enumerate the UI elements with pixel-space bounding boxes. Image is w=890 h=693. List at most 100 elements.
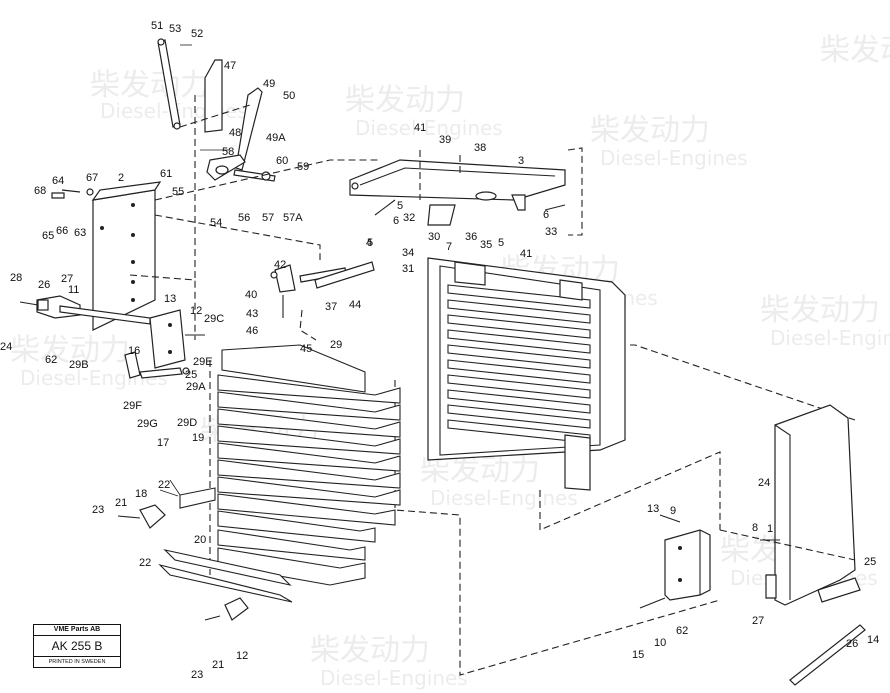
louvre-slat xyxy=(217,391,401,421)
watermark-cn: 柴发动力 xyxy=(590,113,710,148)
grille-slat xyxy=(447,344,591,369)
hole xyxy=(678,578,682,582)
bushing-57 xyxy=(261,171,271,181)
callout-number: 27 xyxy=(61,273,73,285)
callout-number: 41 xyxy=(414,122,426,134)
hole xyxy=(168,350,172,354)
bracket-31 xyxy=(427,204,456,226)
bracket-10 xyxy=(664,529,711,601)
watermark-cn: 柴发动力 xyxy=(10,333,130,368)
watermark-en: Diesel-Engines xyxy=(355,116,503,140)
callout-number: 9 xyxy=(670,505,676,517)
stamp-company: VME Parts AB xyxy=(34,625,120,636)
hole xyxy=(131,298,135,302)
watermark-cn: 柴发动力 xyxy=(310,633,430,668)
stamp-code: AK 255 B xyxy=(34,636,120,657)
slat-19 xyxy=(179,487,216,509)
bolt-14 xyxy=(639,597,666,609)
callout-number: 62 xyxy=(45,354,57,366)
callout-number: 52 xyxy=(191,28,203,40)
grille-slat xyxy=(447,284,591,309)
side-panel-1 xyxy=(774,404,856,606)
callout-number: 21 xyxy=(212,659,224,671)
callout-number: 35 xyxy=(480,239,492,251)
louvre-assembly xyxy=(117,344,721,676)
stamp-note: PRINTED IN SWEDEN xyxy=(48,659,106,665)
block-28 xyxy=(37,299,49,311)
callout-number: 29E xyxy=(193,356,213,368)
guide-line xyxy=(567,147,583,236)
side-plate-assembly xyxy=(19,159,380,379)
callout-number: 65 xyxy=(42,230,54,242)
grille-slat xyxy=(447,299,591,324)
grille-slat xyxy=(447,374,591,399)
callout-number: 60 xyxy=(276,155,288,167)
callout-number: 25 xyxy=(185,369,197,381)
callout-number: 13 xyxy=(164,293,176,305)
grille-assembly xyxy=(427,257,856,531)
callout-number: 62 xyxy=(676,625,688,637)
callout-number: 63 xyxy=(74,227,86,239)
callout-number: 29G xyxy=(137,418,158,430)
frame-hole xyxy=(351,182,359,190)
guide-line xyxy=(539,451,721,531)
frame-edge xyxy=(359,167,556,186)
callout-number: 26 xyxy=(846,638,858,650)
callout-number: 33 xyxy=(545,226,557,238)
side-plate-2 xyxy=(92,189,156,331)
hole xyxy=(131,233,135,237)
louvre-slat xyxy=(217,408,401,438)
callout-number: 53 xyxy=(169,23,181,35)
frame-3 xyxy=(349,159,566,201)
watermark-cn: 柴发动力 xyxy=(820,33,890,68)
callout-number: 57 xyxy=(262,212,274,224)
hole xyxy=(678,546,682,550)
callout-number: 21 xyxy=(115,497,127,509)
callout-number: 5 xyxy=(498,237,504,249)
hinge-24 xyxy=(817,577,861,603)
callout-number: 24 xyxy=(0,341,12,353)
guide-line xyxy=(299,309,317,341)
callout-number: 34 xyxy=(402,247,414,259)
slat-20 xyxy=(158,563,293,603)
bolt-12 xyxy=(659,514,681,523)
louvre-slat xyxy=(217,374,401,404)
callout-number: 54 xyxy=(210,217,222,229)
callout-number: 31 xyxy=(402,263,414,275)
louvre-slat xyxy=(217,442,401,472)
callout-number: 2 xyxy=(118,172,124,184)
callout-number: 47 xyxy=(224,60,236,72)
gas-strut-assembly xyxy=(270,261,375,341)
washer-29f xyxy=(182,367,190,375)
grille-lower-tab xyxy=(564,434,591,491)
bolt-64 xyxy=(61,189,81,193)
callout-number: 22 xyxy=(139,557,151,569)
callout-number: 51 xyxy=(151,20,163,32)
callout-number: 29A xyxy=(186,381,206,393)
callout-number: 14 xyxy=(867,634,879,646)
callout-number: 23 xyxy=(191,669,203,681)
callout-number: 22 xyxy=(158,479,170,491)
louvre-slat xyxy=(217,529,366,561)
bracket-42 xyxy=(274,264,296,293)
frame-tab xyxy=(511,194,526,211)
grille-slat xyxy=(447,404,591,429)
clevis-eye xyxy=(215,165,229,175)
watermark-en: Diesel-Engines xyxy=(600,146,748,170)
grille-slat xyxy=(447,329,591,354)
hole xyxy=(131,280,135,284)
callout-number: 6 xyxy=(393,215,399,227)
callout-number: 3 xyxy=(518,155,524,167)
guide-line xyxy=(394,380,721,676)
leader xyxy=(159,489,179,497)
callout-number: 20 xyxy=(194,534,206,546)
callout-number: 16 xyxy=(128,345,140,357)
callout-number: 64 xyxy=(52,175,64,187)
callout-number: 49A xyxy=(266,132,286,144)
callout-number: 10 xyxy=(654,637,666,649)
bolt-5 xyxy=(544,204,566,211)
callout-number: 40 xyxy=(245,289,257,301)
pin xyxy=(270,271,278,279)
guide-line xyxy=(179,104,251,128)
